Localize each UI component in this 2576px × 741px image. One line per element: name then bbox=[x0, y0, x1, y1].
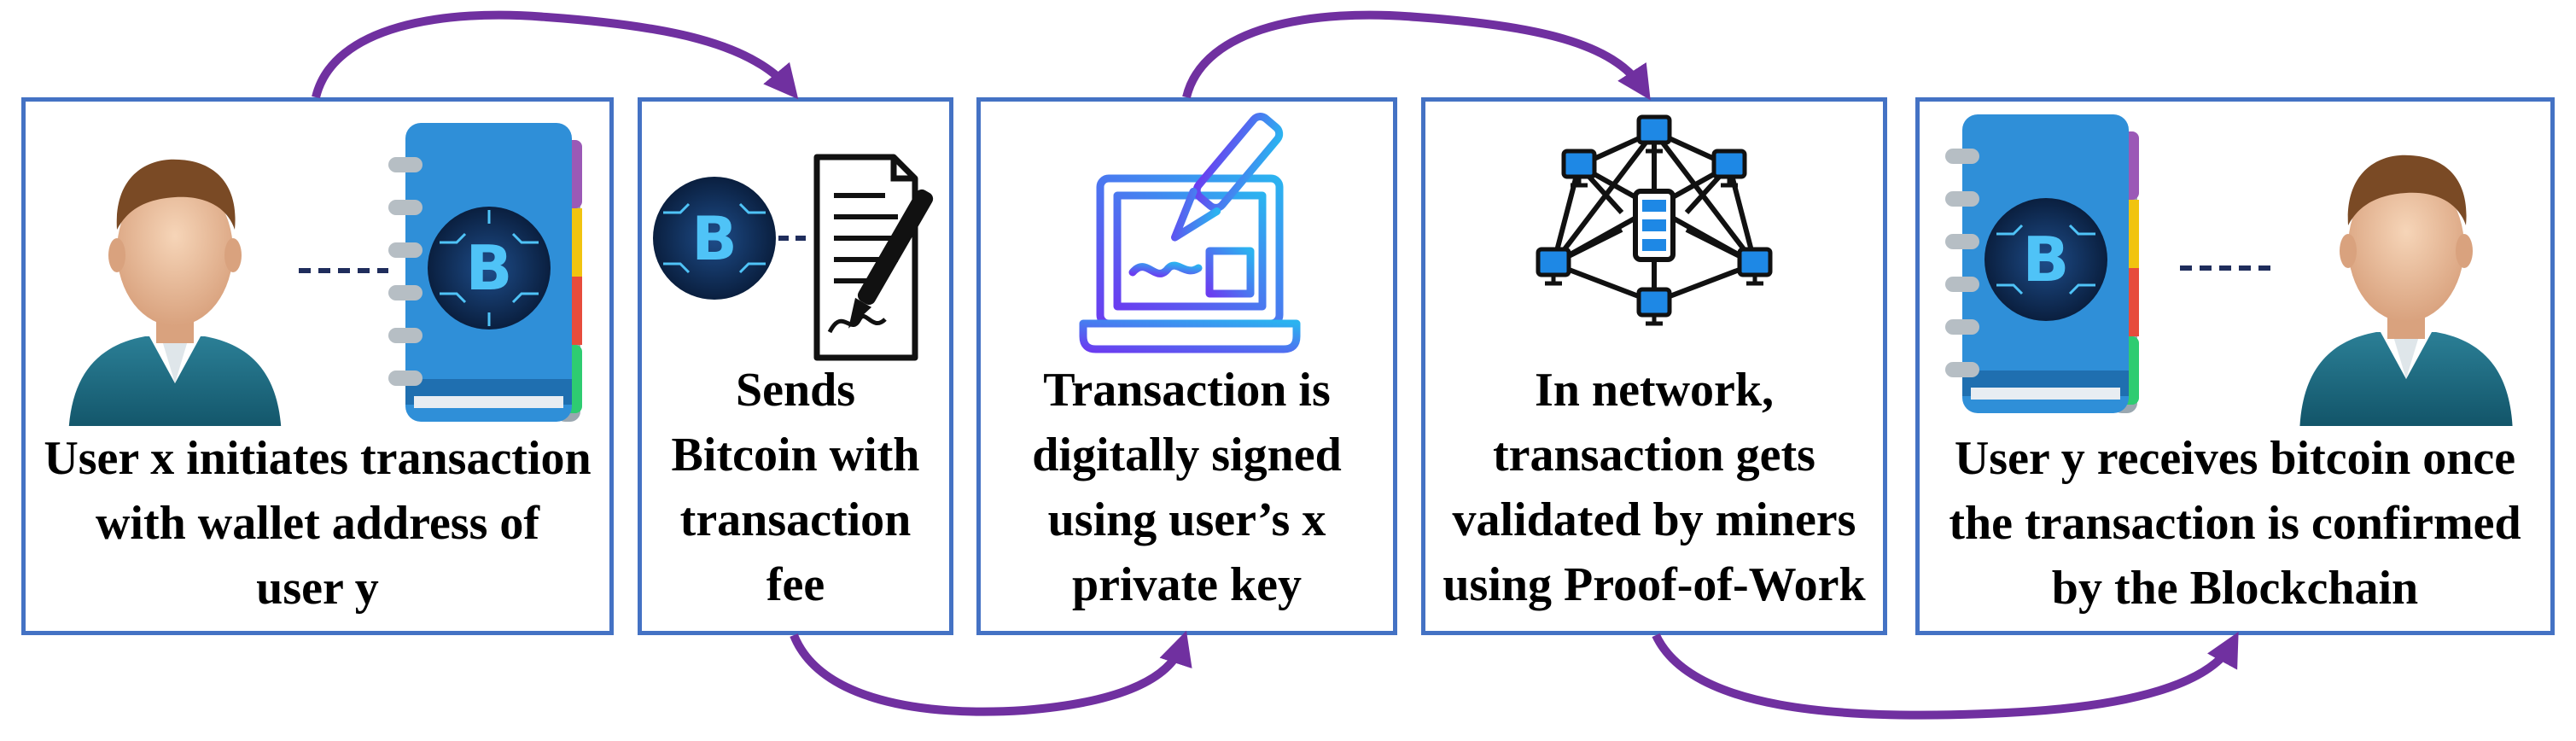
arrow-step3-to-step4 bbox=[1182, 10, 1651, 101]
bitcoin-coin-icon: B bbox=[653, 177, 776, 300]
signed-document-icon bbox=[813, 154, 934, 361]
arrow-step4-to-step5 bbox=[1652, 631, 2239, 720]
user-icon bbox=[68, 159, 282, 426]
step4-illustration bbox=[1536, 114, 1773, 326]
step3-illustration bbox=[1079, 113, 1301, 353]
step5-caption: User y receives bitcoin once the transac… bbox=[1949, 432, 2521, 615]
step1-illustration: B bbox=[68, 123, 582, 426]
step3-caption: Transaction is digitally signed using us… bbox=[1032, 364, 1342, 611]
user-icon bbox=[2299, 155, 2513, 426]
step-box-4: In network, transaction gets validated b… bbox=[1421, 97, 1887, 635]
bitcoin-wallet-book-icon: B bbox=[388, 123, 582, 422]
svg-text:B: B bbox=[466, 232, 513, 304]
step2-illustration: B bbox=[653, 154, 934, 361]
step4-caption: In network, transaction gets validated b… bbox=[1442, 364, 1866, 611]
step-box-1: B User x initiates transaction with wall… bbox=[21, 97, 614, 635]
arrow-step2-to-step3 bbox=[790, 630, 1192, 716]
svg-text:B: B bbox=[691, 204, 737, 274]
arrow-step1-to-step2 bbox=[312, 10, 799, 100]
step-box-3: Transaction is digitally signed using us… bbox=[976, 97, 1397, 635]
bitcoin-wallet-book-icon: B bbox=[1945, 114, 2139, 413]
blockchain-network-icon bbox=[1536, 114, 1773, 326]
step5-illustration: B bbox=[1945, 114, 2513, 426]
step-box-2: B Sends Bitcoin with tr bbox=[638, 97, 953, 635]
svg-text:B: B bbox=[2023, 224, 2070, 295]
step2-caption: Sends Bitcoin with transaction fee bbox=[671, 364, 920, 611]
laptop-pen-signature-icon bbox=[1079, 113, 1301, 353]
step-box-5: B User y receives bitcoin once the trans… bbox=[1915, 97, 2555, 635]
step1-caption: User x initiates transaction with wallet… bbox=[44, 432, 592, 615]
